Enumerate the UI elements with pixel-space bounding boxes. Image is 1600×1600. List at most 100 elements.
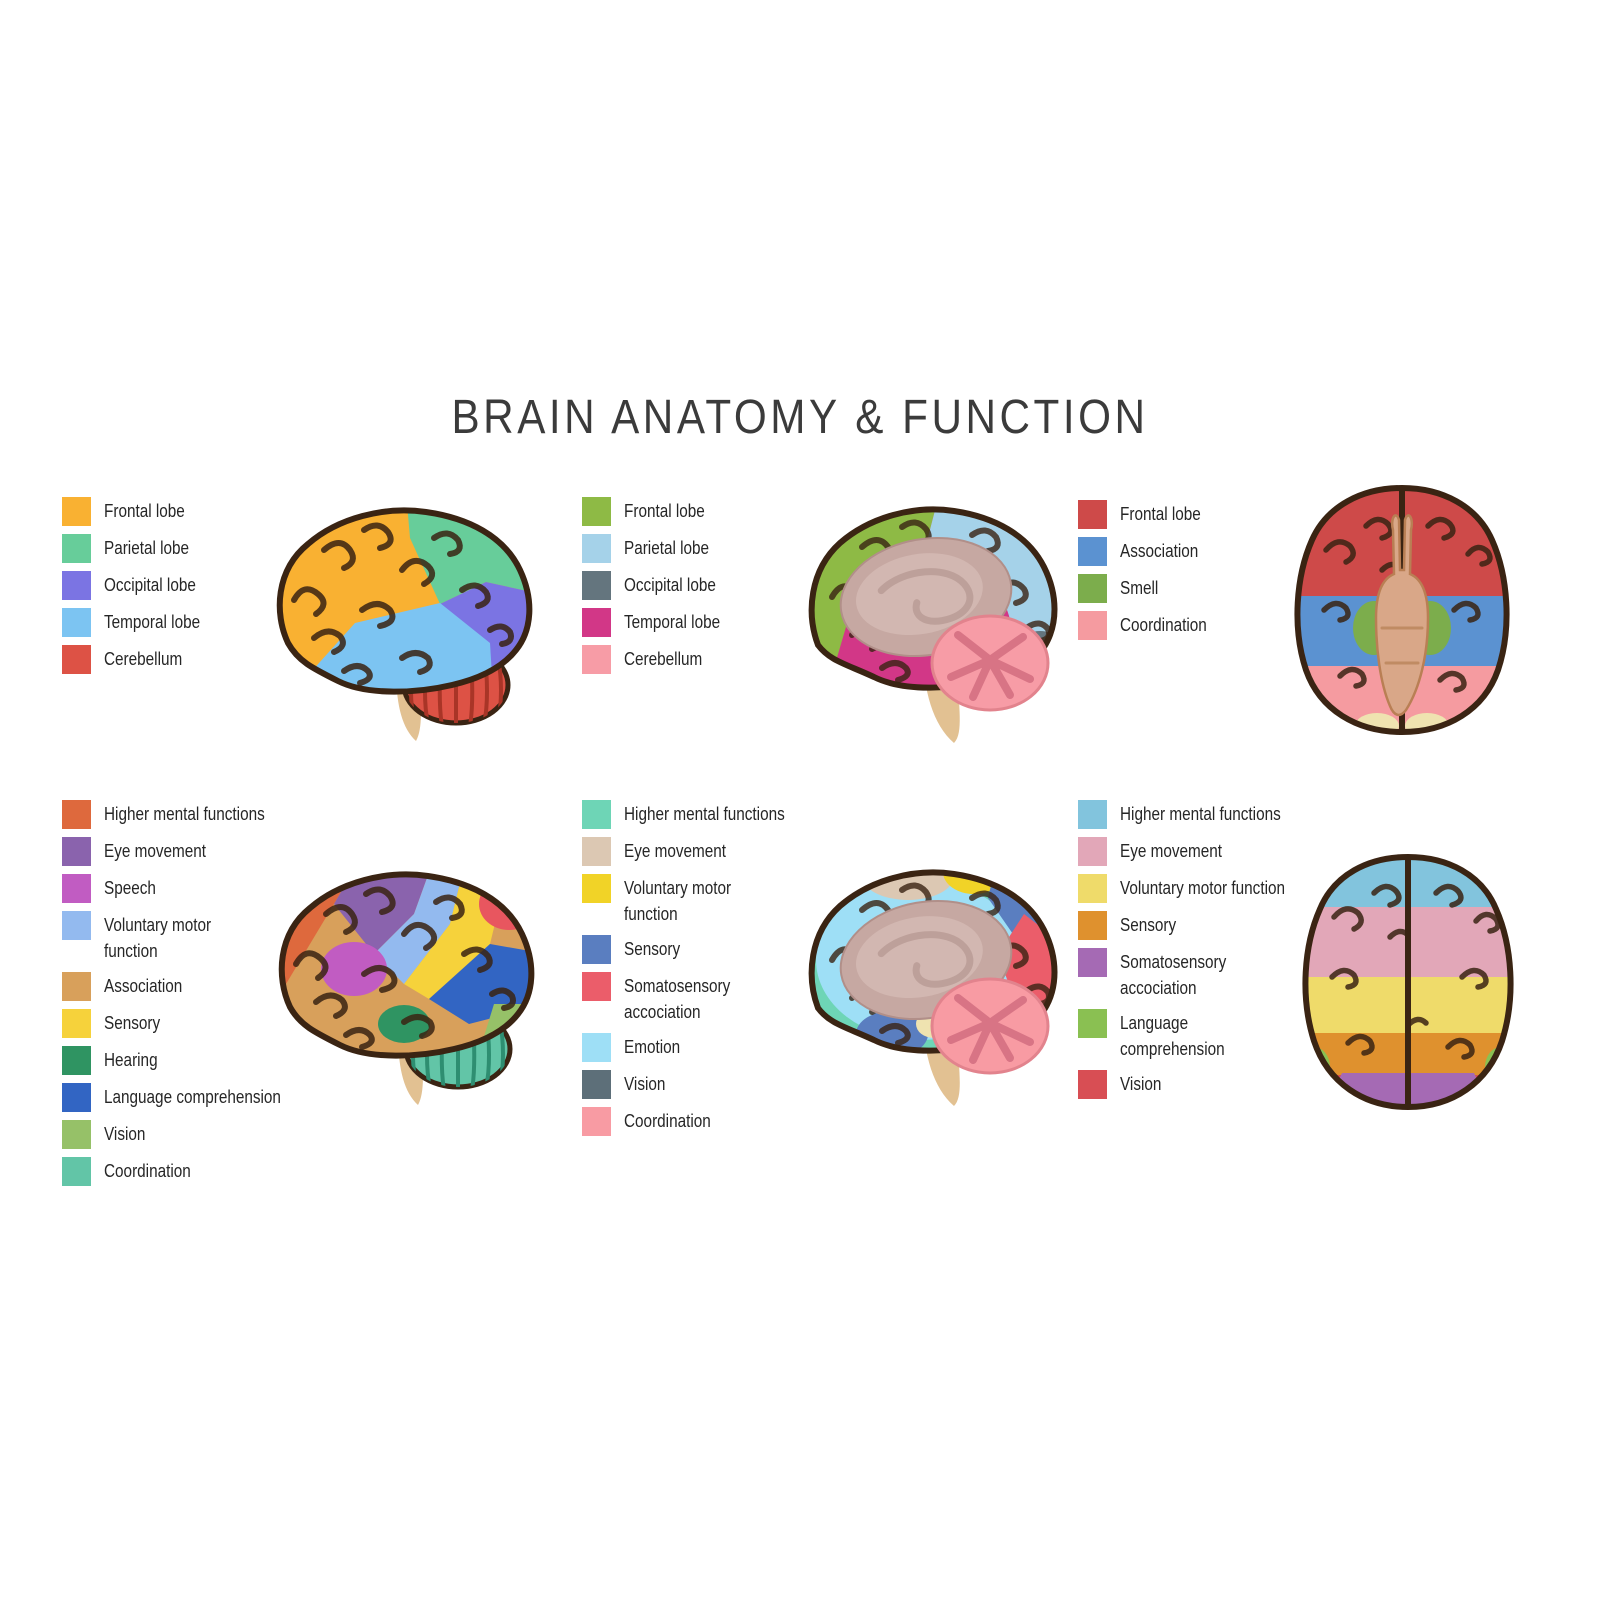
color-swatch — [62, 911, 91, 940]
legend-label: Higher mental functions — [104, 804, 265, 824]
legend-item: Voluntary motor function — [1078, 874, 1314, 903]
legend-label: Emotion — [624, 1037, 681, 1057]
color-swatch — [582, 1070, 611, 1099]
legend-anatomy-top: Frontal lobe Association Smell Coordinat… — [1078, 500, 1222, 640]
legend-label: Higher mental functions — [1120, 804, 1281, 824]
color-swatch — [582, 1107, 611, 1136]
legend-item: Voluntary motor function — [582, 874, 813, 927]
color-swatch — [1078, 837, 1107, 866]
legend-label: Language comprehension — [104, 1087, 281, 1107]
legend-item: Voluntary motor function — [62, 911, 312, 964]
color-swatch — [62, 497, 91, 526]
legend-label: Sensory — [104, 1013, 161, 1033]
legend-label: Eye movement — [104, 841, 207, 861]
legend-item: Sensory — [582, 935, 813, 964]
legend-item: Somatosensory accociation — [582, 972, 813, 1025]
color-swatch — [582, 571, 611, 600]
legend-label: Vision — [104, 1124, 146, 1144]
color-swatch — [62, 1157, 91, 1186]
legend-item: Frontal lobe — [1078, 500, 1222, 529]
legend-function-sagittal: Higher mental functions Eye movement Vol… — [582, 800, 813, 1136]
legend-item: Eye movement — [62, 837, 312, 866]
legend-label: Voluntary motor function — [624, 878, 732, 924]
legend-anatomy-side: Frontal lobe Parietal lobe Occipital lob… — [62, 497, 217, 674]
legend-function-side: Higher mental functions Eye movement Spe… — [62, 800, 312, 1186]
legend-item: Frontal lobe — [582, 497, 737, 526]
legend-item: Language comprehension — [1078, 1009, 1314, 1062]
brain-top-function-illustration — [1290, 845, 1525, 1120]
legend-label: Temporal lobe — [624, 612, 721, 632]
brain-side-anatomy-illustration — [250, 478, 540, 748]
legend-item: Frontal lobe — [62, 497, 217, 526]
color-swatch — [582, 935, 611, 964]
legend-label: Association — [1120, 541, 1199, 561]
legend-label: Language comprehension — [1120, 1013, 1225, 1059]
legend-label: Coordination — [1120, 615, 1207, 635]
legend-item: Higher mental functions — [582, 800, 813, 829]
legend-item: Occipital lobe — [582, 571, 737, 600]
legend-item: Cerebellum — [582, 645, 737, 674]
color-swatch — [582, 800, 611, 829]
legend-label: Occipital lobe — [624, 575, 716, 595]
legend-item: Coordination — [62, 1157, 312, 1186]
legend-item: Association — [1078, 537, 1222, 566]
color-swatch — [582, 1033, 611, 1062]
legend-item: Temporal lobe — [582, 608, 737, 637]
legend-item: Vision — [582, 1070, 813, 1099]
color-swatch — [582, 497, 611, 526]
legend-label: Eye movement — [1120, 841, 1223, 861]
color-swatch — [1078, 874, 1107, 903]
legend-label: Somatosensory accociation — [624, 976, 731, 1022]
legend-label: Speech — [104, 878, 156, 898]
legend-label: Sensory — [624, 939, 681, 959]
color-swatch — [1078, 948, 1107, 977]
legend-label: Frontal lobe — [624, 501, 705, 521]
legend-label: Eye movement — [624, 841, 727, 861]
legend-item: Vision — [1078, 1070, 1314, 1099]
legend-item: Higher mental functions — [1078, 800, 1314, 829]
legend-item: Eye movement — [1078, 837, 1314, 866]
legend-item: Sensory — [1078, 911, 1314, 940]
color-swatch — [62, 645, 91, 674]
brain-top-anatomy-illustration — [1282, 478, 1522, 740]
legend-item: Temporal lobe — [62, 608, 217, 637]
legend-item: Smell — [1078, 574, 1222, 603]
color-swatch — [582, 608, 611, 637]
legend-item: Language comprehension — [62, 1083, 312, 1112]
brain-sagittal-function-illustration — [788, 838, 1063, 1113]
legend-item: Parietal lobe — [62, 534, 217, 563]
color-swatch — [62, 608, 91, 637]
legend-item: Somatosensory accociation — [1078, 948, 1314, 1001]
legend-anatomy-sagittal: Frontal lobe Parietal lobe Occipital lob… — [582, 497, 737, 674]
color-swatch — [62, 1046, 91, 1075]
legend-label: Vision — [624, 1074, 666, 1094]
color-swatch — [582, 874, 611, 903]
legend-label: Cerebellum — [104, 649, 183, 669]
color-swatch — [62, 837, 91, 866]
color-swatch — [1078, 911, 1107, 940]
color-swatch — [62, 1009, 91, 1038]
color-swatch — [62, 534, 91, 563]
legend-label: Parietal lobe — [624, 538, 710, 558]
color-swatch — [582, 645, 611, 674]
legend-item: Speech — [62, 874, 312, 903]
color-swatch — [1078, 800, 1107, 829]
legend-label: Sensory — [1120, 915, 1177, 935]
legend-item: Parietal lobe — [582, 534, 737, 563]
brain-sagittal-anatomy-illustration — [788, 475, 1063, 750]
legend-label: Voluntary motor function — [1120, 878, 1285, 898]
legend-label: Higher mental functions — [624, 804, 785, 824]
color-swatch — [1078, 537, 1107, 566]
color-swatch — [1078, 500, 1107, 529]
color-swatch — [62, 571, 91, 600]
legend-item: Association — [62, 972, 312, 1001]
brain-side-function-illustration — [252, 842, 542, 1112]
legend-label: Coordination — [104, 1161, 191, 1181]
legend-item: Emotion — [582, 1033, 813, 1062]
legend-label: Coordination — [624, 1111, 711, 1131]
legend-item: Vision — [62, 1120, 312, 1149]
color-swatch — [62, 800, 91, 829]
color-swatch — [62, 1083, 91, 1112]
legend-label: Parietal lobe — [104, 538, 190, 558]
color-swatch — [582, 534, 611, 563]
